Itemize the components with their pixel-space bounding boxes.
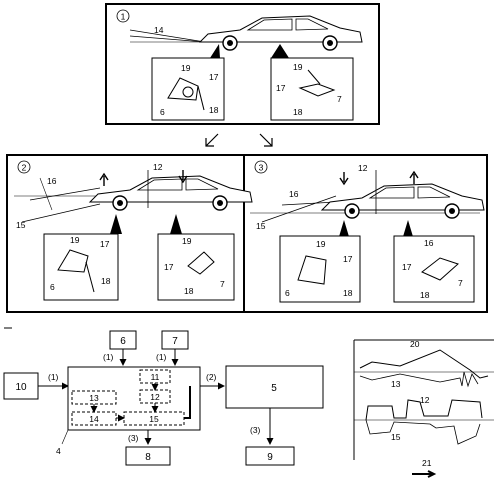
beam-line — [129, 35, 206, 43]
inset-front-sensor — [43, 233, 119, 301]
signal-label: (1) — [103, 352, 114, 362]
time-arrow — [412, 470, 437, 478]
callout: 20 — [410, 339, 420, 349]
block-label: 14 — [89, 414, 99, 424]
waveform-trace — [365, 419, 481, 445]
signal-label: (2) — [206, 372, 217, 382]
pointer-wedges — [210, 44, 289, 58]
callout: 18 — [293, 107, 303, 117]
panel-number: 1 — [121, 12, 126, 22]
callout: 14 — [154, 25, 164, 35]
vehicle-illustration — [89, 175, 253, 211]
callout: 19 — [181, 63, 191, 73]
callout: 16 — [289, 189, 299, 199]
signal-label: (3) — [250, 425, 261, 435]
signal-label: (1) — [156, 352, 167, 362]
block-label: 5 — [271, 383, 277, 394]
block-label: 10 — [15, 382, 27, 393]
callout: 16 — [47, 176, 57, 186]
panel-number: 2 — [22, 163, 27, 173]
callout: 15 — [256, 221, 266, 231]
block-label: 11 — [151, 372, 160, 382]
callout: 7 — [337, 94, 342, 104]
inset-rear-sensor — [393, 235, 475, 303]
callout: 12 — [153, 162, 163, 172]
panel-left: 2 16 15 12 19 17 18 6 19 17 7 18 — [14, 160, 253, 301]
inset-front-sensor — [279, 235, 361, 303]
callout: 7 — [220, 279, 225, 289]
block-label: 13 — [89, 393, 99, 403]
panel-right: 3 16 15 12 19 17 18 6 16 17 7 18 — [250, 160, 485, 303]
waveform-panel: 20 13 12 15 21 — [353, 339, 494, 478]
panel-number: 3 — [259, 163, 264, 173]
callout: 19 — [293, 62, 303, 72]
callout: 18 — [184, 286, 194, 296]
control-unit — [67, 366, 201, 431]
inset-front-sensor — [151, 57, 225, 121]
panel-row-frame — [6, 154, 488, 313]
callout: 17 — [276, 83, 286, 93]
waveform-trace — [359, 349, 489, 379]
callout: 21 — [422, 458, 432, 468]
callout: 18 — [209, 105, 219, 115]
callout: 17 — [209, 72, 219, 82]
callout: 15 — [391, 432, 401, 442]
callout: 6 — [160, 107, 165, 117]
waveform-trace — [365, 399, 483, 421]
callout: 17 — [164, 262, 174, 272]
block-diagram: 10 (1) 6 7 (1) (1) 11 12 13 14 15 (2) 4 … — [3, 327, 324, 466]
block-label: 9 — [267, 452, 273, 463]
block-label: 7 — [172, 336, 178, 347]
output-box — [125, 446, 171, 466]
callout: 15 — [16, 220, 26, 230]
callout: 18 — [101, 276, 111, 286]
callout: 17 — [402, 262, 412, 272]
beam-line — [129, 29, 206, 43]
callout: 17 — [100, 239, 110, 249]
block-label: 15 — [149, 414, 159, 424]
callout: 18 — [420, 290, 430, 300]
panel-top: 1 14 19 17 18 6 19 17 7 18 — [105, 3, 380, 125]
signal-label: (3) — [128, 433, 139, 443]
callout: 7 — [458, 278, 463, 288]
callout: 6 — [50, 282, 55, 292]
block-label: 12 — [150, 392, 160, 402]
waveform-trace — [359, 371, 479, 388]
callout: 19 — [316, 239, 326, 249]
callout: 18 — [343, 288, 353, 298]
callout: 16 — [424, 238, 434, 248]
vehicle-illustration — [199, 15, 363, 51]
callout: 17 — [343, 254, 353, 264]
inset-rear-sensor — [157, 233, 235, 301]
block-label: 8 — [145, 452, 151, 463]
inset-rear-sensor — [270, 57, 354, 121]
block-label: 6 — [120, 336, 126, 347]
callout: 12 — [420, 395, 430, 405]
callout: 19 — [70, 235, 80, 245]
callout: 13 — [391, 379, 401, 389]
block-label: 4 — [56, 446, 61, 456]
output-box — [245, 446, 295, 466]
panel-number-ring — [116, 9, 130, 23]
transition-arrows — [205, 133, 273, 147]
callout: 12 — [358, 163, 368, 173]
callout: 6 — [285, 288, 290, 298]
signal-label: (1) — [48, 372, 59, 382]
actuator-box — [225, 365, 324, 409]
callout: 19 — [182, 236, 192, 246]
